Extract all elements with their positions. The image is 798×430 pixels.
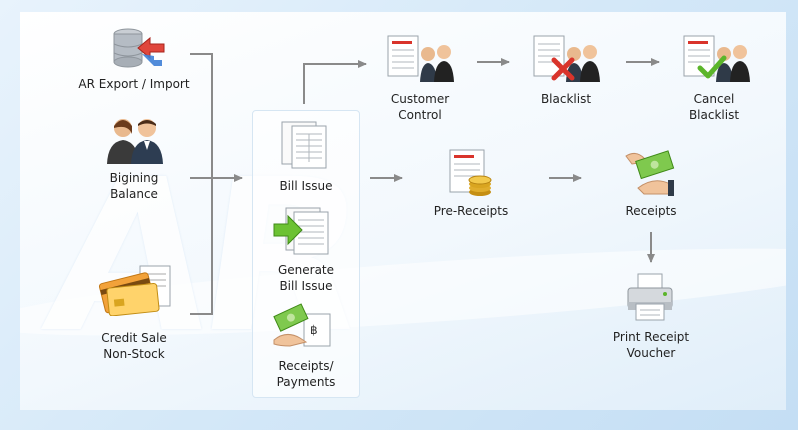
bill-issue-node[interactable]: Bill Issue [252,178,360,194]
printer-icon [627,273,673,321]
generate-bill-issue-label: Generate Bill Issue [277,263,335,293]
blacklist-label: Blacklist [540,92,592,106]
credit-sale-label: Credit Sale Non-Stock [101,331,167,361]
credit-card-icon [98,265,171,316]
receipts-label: Receipts [625,204,677,218]
cash-hand-icon [625,150,675,196]
users-icon [107,119,163,164]
customer-control-label: Customer Control [390,92,450,122]
pre-receipts-label: Pre-Receipts [433,204,509,218]
receipts-payments-label: Receipts/ Payments [276,359,336,389]
receipts-node[interactable]: Receipts [600,203,702,219]
blacklist-icon [533,35,600,82]
database-export-icon [113,28,165,68]
money-receipt-icon: ฿ [273,303,331,347]
pre-receipts-node[interactable]: Pre-Receipts [416,203,526,219]
begining-balance-node[interactable]: Bigining Balance [64,170,204,202]
document-generate-icon [273,207,329,255]
receipts-payments-node[interactable]: Receipts/ Payments [252,358,360,390]
ar-export-import-node[interactable]: AR Export / Import [64,76,204,92]
document-icon [281,121,327,169]
cancel-blacklist-icon [683,35,750,82]
customer-control-node[interactable]: Customer Control [368,91,472,123]
svg-text:฿: ฿ [310,323,318,337]
bill-issue-label: Bill Issue [279,179,333,193]
diagram-canvas: AR [20,12,786,410]
print-receipt-voucher-label: Print Receipt Voucher [612,330,690,360]
bracket-line [190,53,213,315]
cancel-blacklist-label: Cancel Blacklist [688,92,740,122]
arrow-to-customer-control [303,60,367,104]
cancel-blacklist-node[interactable]: Cancel Blacklist [664,91,764,123]
print-receipt-voucher-node[interactable]: Print Receipt Voucher [590,329,712,361]
begining-balance-label: Bigining Balance [109,171,159,201]
blacklist-node[interactable]: Blacklist [516,91,616,107]
ar-export-import-label: AR Export / Import [78,77,190,91]
credit-sale-node[interactable]: Credit Sale Non-Stock [64,330,204,362]
coins-document-icon [449,149,492,196]
customer-control-icon [387,35,454,82]
generate-bill-issue-node[interactable]: Generate Bill Issue [252,262,360,294]
